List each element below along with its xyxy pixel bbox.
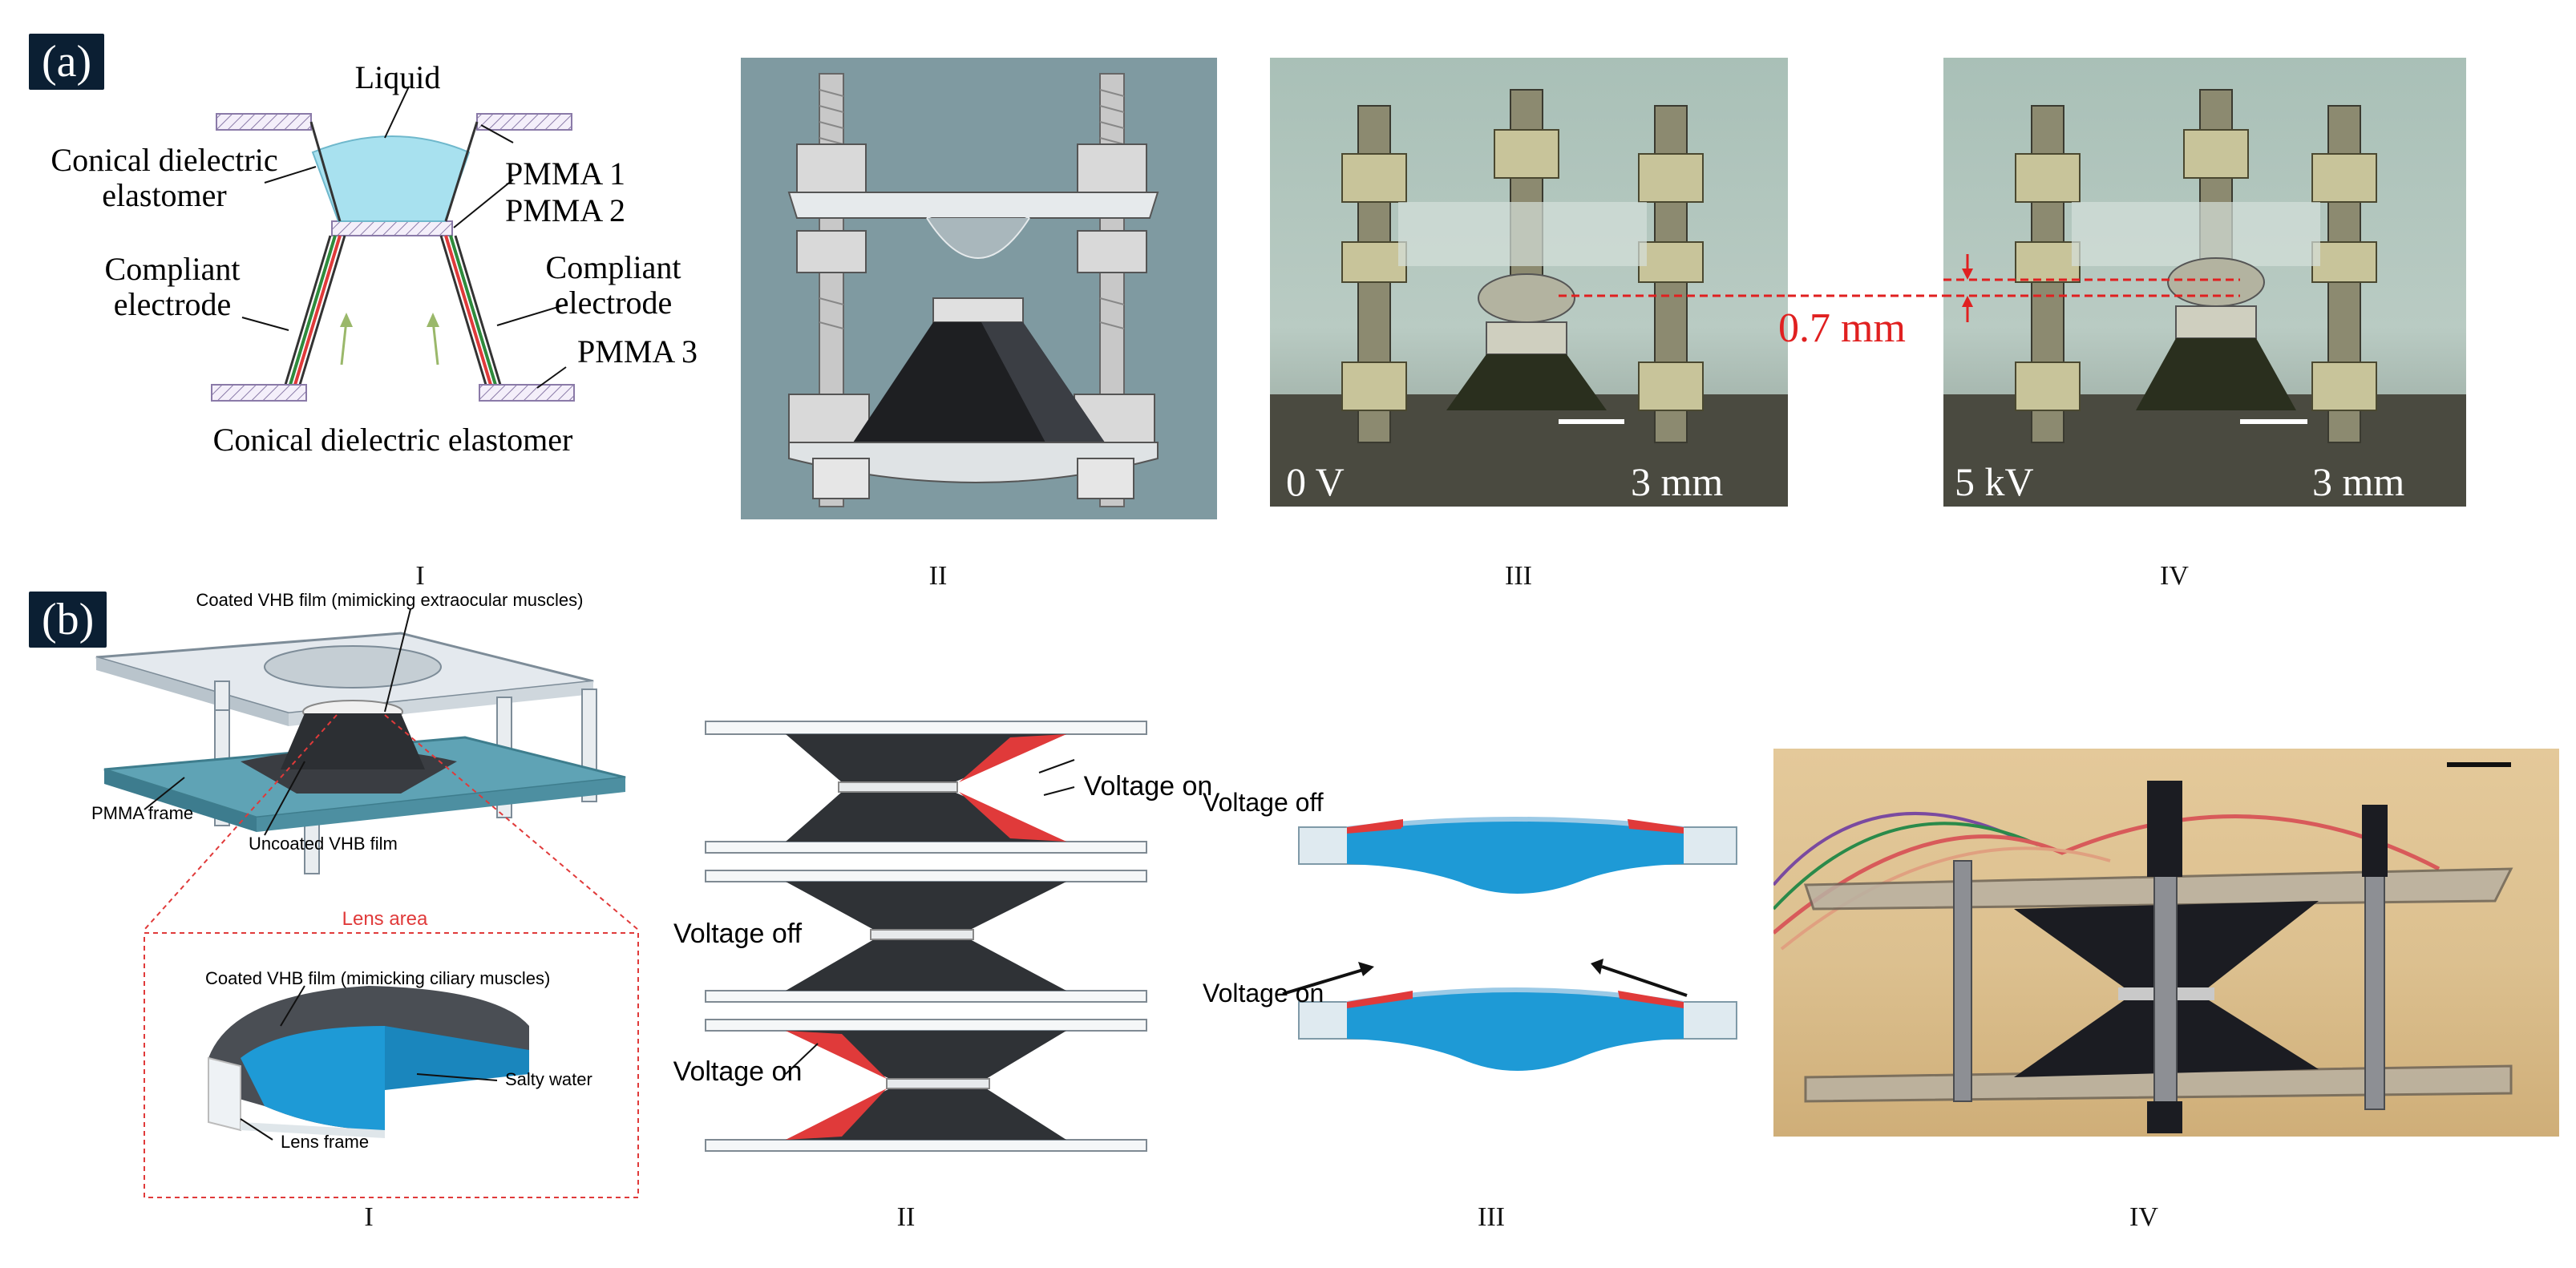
label-lens-voltage-off: Voltage off	[1203, 788, 1324, 817]
label-voltage-on-bottom: Voltage on	[673, 1056, 802, 1087]
label-pmma3: PMMA 3	[577, 333, 698, 369]
label-lens-voltage-on: Voltage on	[1203, 979, 1324, 1008]
panel-a-label-ii: II	[928, 561, 948, 591]
panel-a-tag: (a)	[29, 34, 105, 90]
voltage-label-5kv: 5 kV	[1955, 459, 2034, 504]
conical-lens-schematic: Liquid Conical dielectric elastomer PMMA…	[51, 59, 698, 458]
bridge-dashed-line	[1788, 294, 1948, 297]
label-liquid: Liquid	[355, 59, 441, 95]
cone-actuation-states: Voltage on Voltage off Voltage on	[673, 721, 1213, 1152]
label-uncoated-vhb: Uncoated VHB film	[249, 834, 398, 854]
pmma2-ring	[331, 220, 453, 236]
displacement-label: 0.7 mm	[1778, 305, 1906, 351]
voltage-label-0v: 0 V	[1286, 459, 1345, 504]
label-pmma2: PMMA 2	[505, 192, 625, 228]
panel-b-label-ii: II	[896, 1202, 916, 1232]
label-lens-area: Lens area	[342, 908, 428, 930]
label-coated-vhb-ciliary: Coated VHB film (mimicking ciliary muscl…	[205, 968, 550, 988]
label-voltage-on-top: Voltage on	[1084, 771, 1213, 802]
panel-a-label-i: I	[415, 561, 425, 591]
panel-b-label-iii: III	[1478, 1202, 1505, 1232]
label-pmma-frame: PMMA frame	[91, 803, 193, 823]
label-compliant-electrode-left: Compliant electrode	[104, 252, 241, 322]
label-coated-vhb-extraocular: Coated VHB film (mimicking extraocular m…	[196, 590, 584, 610]
scale-label-iii: 3 mm	[1631, 459, 1723, 504]
lower-cone-right	[439, 235, 502, 386]
photo-5kv: 5 kV 3 mm	[1943, 58, 2466, 507]
label-voltage-off-mid: Voltage off	[673, 919, 803, 949]
label-compliant-electrode-right: Compliant electrode	[545, 250, 681, 321]
label-lens-frame: Lens frame	[281, 1132, 369, 1152]
lens-focus-states: Voltage off Voltage on	[1203, 788, 1737, 1071]
photo-0v: 0 V 3 mm	[1270, 58, 1788, 507]
pmma3-plate-right	[479, 384, 575, 402]
label-conical-dielectric-elastomer-top: Conical dielectric elastomer	[51, 143, 278, 213]
panel-b-tag: (b)	[29, 592, 107, 648]
liquid-chamber	[311, 135, 471, 222]
panel-a-label-iii: III	[1505, 561, 1532, 591]
pmma1-plate-right	[476, 113, 572, 131]
lens-state-off	[1298, 817, 1737, 894]
device-photo	[1773, 749, 2559, 1137]
pmma1-plate-left	[216, 113, 312, 131]
panel-a-label-iv: IV	[2160, 561, 2189, 591]
pmma3-plate-left	[211, 384, 307, 402]
scale-label-iv: 3 mm	[2312, 459, 2404, 504]
panel-b-label-iv: IV	[2129, 1202, 2158, 1232]
label-salty-water: Salty water	[505, 1069, 592, 1089]
panel-b-label-i: I	[364, 1202, 374, 1232]
device-render	[741, 58, 1217, 519]
eye-mimicking-device: Coated VHB film (mimicking extraocular m…	[91, 590, 639, 1198]
label-conical-dielectric-elastomer-bottom: Conical dielectric elastomer	[212, 422, 573, 458]
lens-state-on	[1298, 987, 1737, 1071]
lower-cone-left	[284, 235, 346, 386]
label-pmma1: PMMA 1	[505, 155, 625, 192]
lens-area-inset	[144, 932, 639, 1198]
